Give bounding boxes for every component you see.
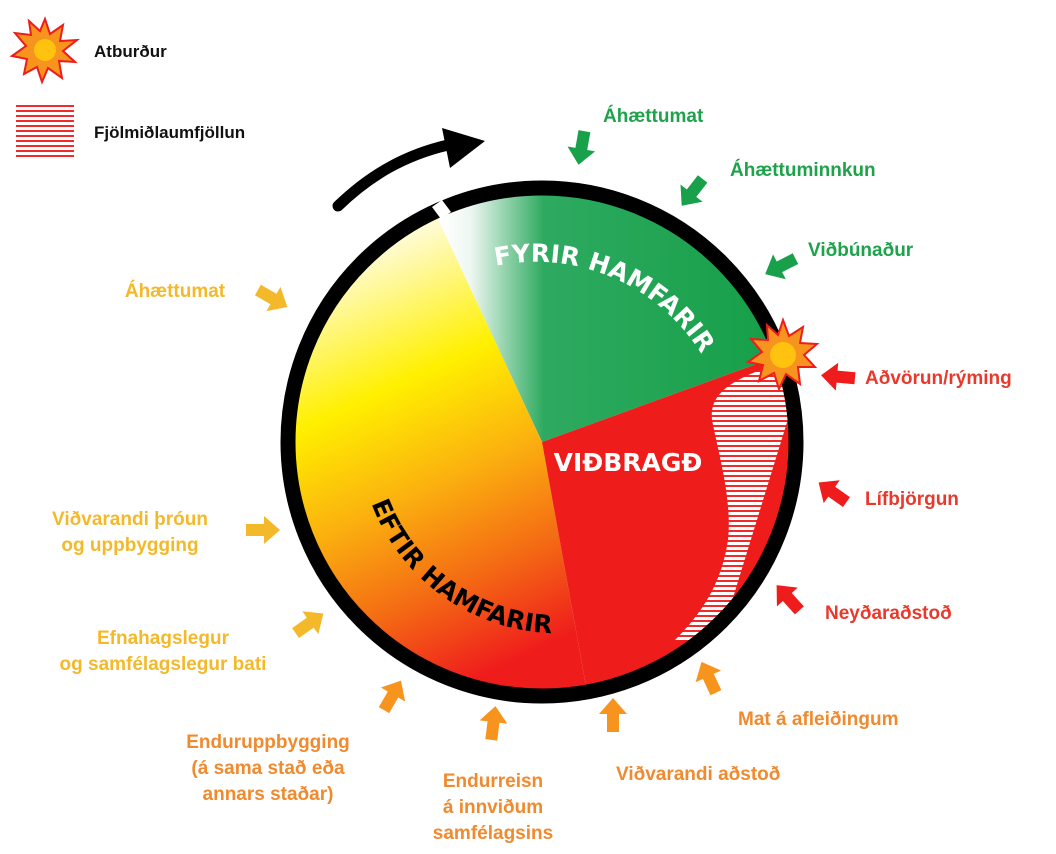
before-risk-assessment-label: Áhættumat [603, 105, 704, 127]
after-reconstruction-arrow-icon [378, 680, 406, 714]
response-rescue-arrow-icon [818, 480, 850, 507]
response-emergency-aid-label-line: Neyðaraðstoð [825, 603, 952, 624]
after-development-label-line: og uppbygging [61, 535, 198, 556]
after-infrastructure-label-line: Endurreisn [443, 771, 543, 792]
ring-gap [432, 200, 451, 219]
response-ongoing-aid-label: Viðvarandi aðstoð [616, 764, 780, 785]
response-warning-arrow-icon [821, 362, 856, 391]
response-warning-label: Aðvörun/rýming [865, 368, 1012, 389]
after-development-label-line: Viðvarandi þróun [52, 509, 208, 530]
response-emergency-aid-arrow-icon [776, 585, 804, 615]
phase-arrows [246, 130, 856, 741]
before-risk-assessment-label-line: Áhættumat [603, 105, 704, 127]
event-starburst-core [34, 39, 56, 61]
before-preparedness-label-line: Viðbúnaður [808, 240, 914, 261]
response-impact-assessment-arrow-icon [695, 661, 722, 696]
before-risk-assessment-arrow-icon [567, 130, 596, 165]
before-preparedness-label: Viðbúnaður [808, 240, 914, 261]
after-development-arrow-icon [246, 516, 280, 544]
after-recovery-arrow-icon [292, 611, 324, 638]
legend-event-label: Atburður [94, 42, 167, 61]
event-marker-core [770, 342, 796, 368]
after-disaster-sector [295, 218, 586, 689]
response-rescue-label-line: Lífbjörgun [865, 489, 959, 510]
response-media-coverage [675, 369, 789, 640]
legend-media-label: Fjölmiðlaumfjöllun [94, 123, 245, 142]
after-infrastructure-label: Endurreisn á innviðum samfélagsins [433, 771, 553, 844]
after-recovery-label: Efnahagslegur og samfélagslegur bati [60, 628, 267, 675]
after-reconstruction-label-line: annars staðar) [203, 784, 334, 805]
before-risk-reduction-label-line: Áhættuminnkun [730, 159, 876, 181]
cycle-disc [295, 195, 789, 689]
before-risk-reduction-label: Áhættuminnkun [730, 159, 876, 181]
response-warning-label-line: Aðvörun/rýming [865, 368, 1012, 389]
media-coverage-stripes-icon [16, 105, 74, 157]
after-infrastructure-arrow-icon [479, 706, 508, 741]
before-disaster-sector [437, 195, 775, 442]
after-development-label: Viðvarandi þróun og uppbygging [52, 509, 208, 556]
after-risk-assessment-label: Áhættumat [125, 280, 226, 302]
cycle-ring [280, 180, 804, 704]
after-reconstruction-label-line: (á sama stað eða [191, 758, 345, 779]
before-risk-reduction-arrow-icon [680, 175, 708, 206]
phase-labels: ÁhættumatÁhættuminnkunViðbúnaðurAðvörun/… [52, 105, 1012, 844]
legend: Atburður Fjölmiðlaumfjöllun [9, 16, 245, 157]
phase-response-label: VIÐBRAGÐ [554, 448, 703, 477]
after-infrastructure-label-line: samfélagsins [433, 823, 553, 844]
after-recovery-label-line: og samfélagslegur bati [60, 654, 267, 675]
response-ongoing-aid-label-line: Viðvarandi aðstoð [616, 764, 780, 785]
after-reconstruction-label-line: Enduruppbygging [186, 732, 350, 753]
response-impact-assessment-label-line: Mat á afleiðingum [738, 709, 898, 730]
after-risk-assessment-arrow-icon [254, 284, 288, 312]
before-preparedness-arrow-icon [765, 253, 799, 280]
after-infrastructure-label-line: á innviðum [443, 797, 543, 818]
response-impact-assessment-label: Mat á afleiðingum [738, 709, 898, 730]
after-reconstruction-label: Enduruppbygging (á sama stað eða annars st… [186, 732, 350, 805]
response-rescue-label: Lífbjörgun [865, 489, 959, 510]
cycle-direction-arrow [332, 128, 485, 212]
response-ongoing-aid-arrow-icon [599, 698, 627, 732]
event-marker [745, 317, 820, 392]
response-emergency-aid-label: Neyðaraðstoð [825, 603, 952, 624]
after-recovery-label-line: Efnahagslegur [97, 628, 230, 649]
after-risk-assessment-label-line: Áhættumat [125, 280, 226, 302]
